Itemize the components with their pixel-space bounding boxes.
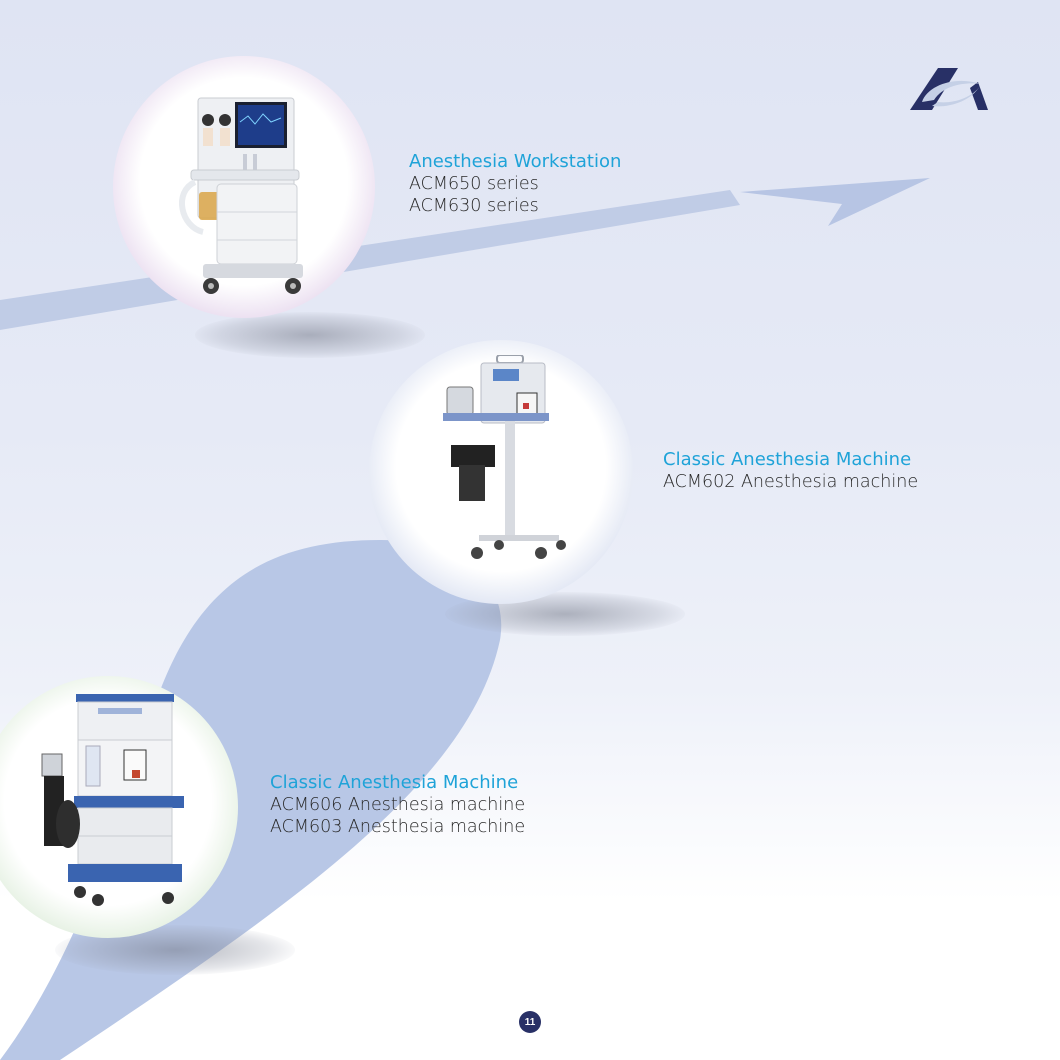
product-title: Anesthesia Workstation xyxy=(409,151,622,172)
product-title: Classic Anesthesia Machine xyxy=(270,772,519,793)
anesthesia-workstation-image xyxy=(178,97,303,294)
product-model: ACM650 series xyxy=(409,174,539,195)
product-text-acm606: Classic Anesthesia Machine ACM606 Anesth… xyxy=(270,771,525,839)
company-logo-icon xyxy=(910,68,988,110)
product-model: ACM602 Anesthesia machine xyxy=(663,472,919,493)
product-model: ACM603 Anesthesia machine xyxy=(270,817,526,838)
product-model: ACM606 Anesthesia machine xyxy=(270,795,526,816)
product-text-acm602: Classic Anesthesia Machine ACM602 Anesth… xyxy=(663,448,918,493)
product-model: ACM630 series xyxy=(409,196,539,217)
product-bubble-acm606 xyxy=(0,676,238,938)
bubble-shadow xyxy=(195,312,425,358)
product-title: Classic Anesthesia Machine xyxy=(663,449,912,470)
product-bubble-acm602 xyxy=(369,340,633,604)
arrow-head-icon xyxy=(740,178,930,226)
trolley-anesthesia-machine-image xyxy=(443,355,566,559)
product-text-workstation: Anesthesia Workstation ACM650 series ACM… xyxy=(409,150,621,218)
page-number-badge: 11 xyxy=(519,1011,541,1033)
product-bubble-workstation xyxy=(113,56,375,318)
cabinet-anesthesia-machine-image xyxy=(41,694,184,906)
